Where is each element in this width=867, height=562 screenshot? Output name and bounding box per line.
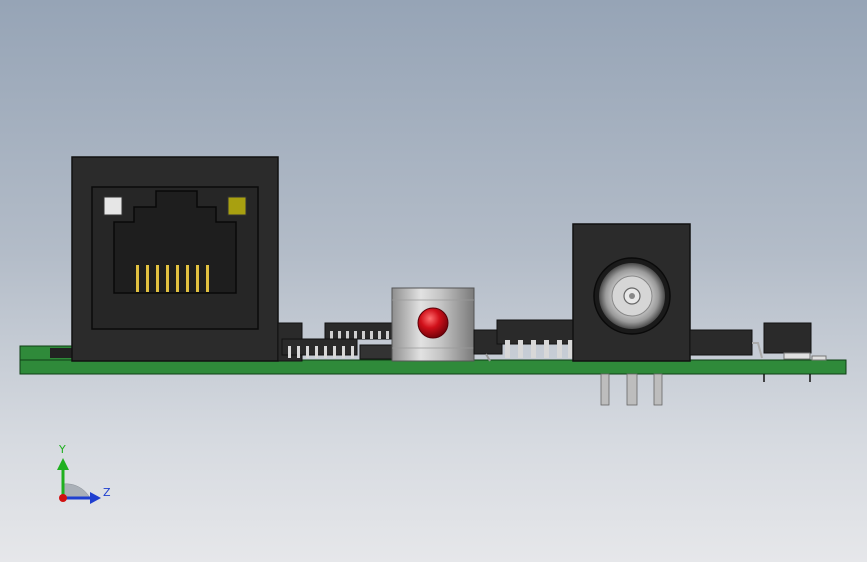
red-led-cap [417, 307, 449, 339]
smd-inductor [689, 329, 763, 359]
soic-chip-left [281, 322, 396, 360]
dc-barrel-jack [572, 223, 691, 406]
y-axis-label: Y [59, 443, 66, 456]
soic-chip-right [496, 319, 576, 358]
push-button [391, 287, 475, 362]
x-axis-origin [59, 494, 67, 502]
rj45-ethernet-jack [71, 156, 279, 362]
activity-led-green [227, 196, 247, 216]
link-led-white [103, 196, 123, 216]
rj45-gold-pins [136, 265, 209, 292]
z-axis-label: Z [103, 486, 111, 499]
axis-triad [57, 458, 101, 504]
smd-diode [763, 322, 812, 382]
